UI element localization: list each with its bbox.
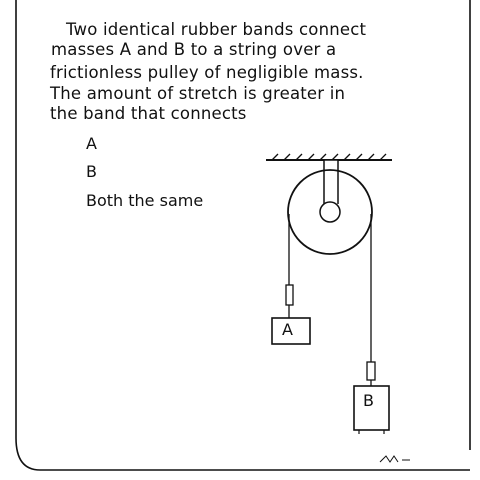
question-line-3: frictionless pulley of negligible mass. [50, 63, 364, 82]
option-b[interactable]: B [86, 162, 97, 181]
question-line-4: The amount of stretch is greater in [50, 84, 346, 103]
frame-left-bottom [15, 0, 470, 471]
question-line-1: Two identical rubber bands connect [66, 20, 367, 39]
question-line-2: masses A and B to a string over a [51, 40, 337, 59]
ceiling [266, 153, 392, 161]
mass-b-label: B [363, 391, 374, 410]
option-both-same[interactable]: Both the same [86, 191, 204, 210]
mass-a [271, 317, 311, 345]
scribble-mark [379, 455, 410, 463]
option-a[interactable]: A [86, 134, 97, 153]
pulley-axle [319, 201, 341, 223]
mass-a-label: A [282, 320, 293, 339]
rubber-band-a [285, 284, 294, 306]
rubber-band-b [366, 361, 376, 381]
mass-b [353, 385, 390, 431]
question-line-5: the band that connects [50, 104, 247, 123]
